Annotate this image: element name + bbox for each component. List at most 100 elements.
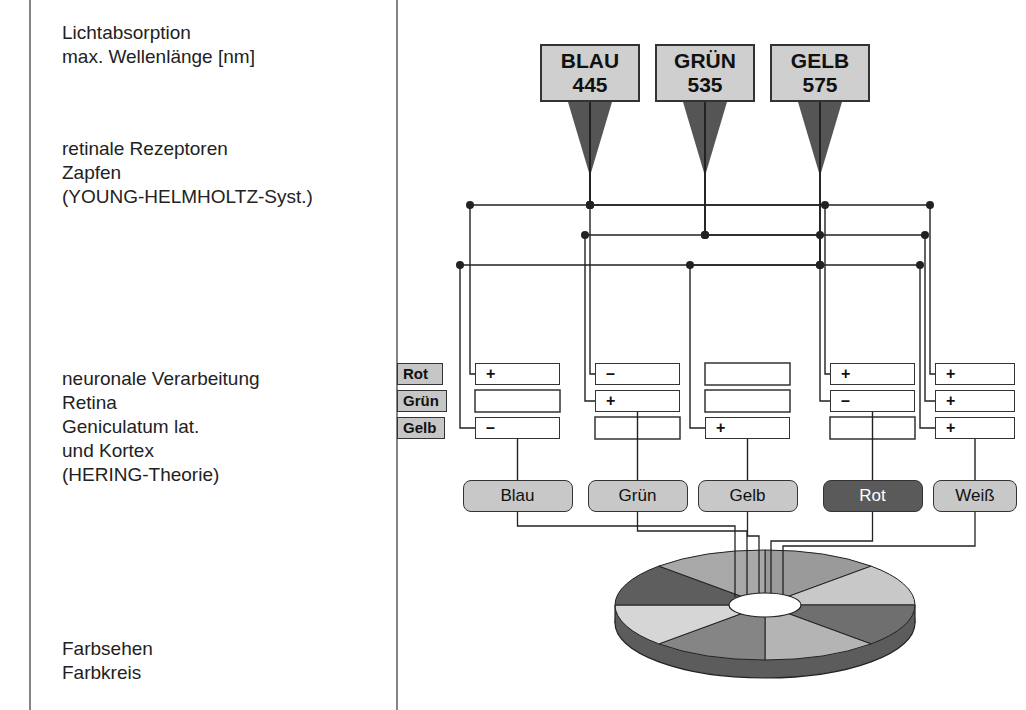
- node-text: –: [606, 365, 669, 383]
- row-caption: (YOUNG-HELMHOLTZ-Syst.): [62, 186, 313, 208]
- color-output-box: Weiß: [933, 480, 1017, 512]
- row-label: Grün: [397, 390, 447, 412]
- wheel-wire: [748, 512, 760, 597]
- node-text: Grün: [599, 486, 677, 506]
- node-text: +: [841, 365, 904, 383]
- wheel-wire: [638, 512, 748, 597]
- row-caption: retinale Rezeptoren: [62, 138, 228, 160]
- empty-cell: [705, 363, 790, 385]
- wheel-top: [615, 550, 915, 660]
- row-label: Rot: [397, 363, 443, 385]
- node-text: GRÜN: [667, 49, 743, 73]
- row-caption: max. Wellenlänge [nm]: [62, 46, 255, 68]
- node-text: –: [841, 392, 904, 410]
- junction-dot: [816, 231, 824, 239]
- connector: [590, 102, 935, 374]
- panel-border: [29, 0, 30, 710]
- row-caption: Farbsehen: [62, 638, 153, 660]
- node-text: +: [946, 392, 1004, 410]
- node-text: –: [486, 419, 549, 437]
- node-text: Gelb: [403, 419, 439, 437]
- junction-dot: [916, 261, 924, 269]
- sign-cell: –: [830, 390, 915, 412]
- row-caption: Zapfen: [62, 162, 121, 184]
- color-output-box: Rot: [823, 480, 923, 512]
- connector: [590, 102, 595, 374]
- row-caption: neuronale Verarbeitung: [62, 368, 260, 390]
- junction-dot: [701, 231, 709, 239]
- row-label: Gelb: [397, 417, 445, 439]
- junctions: [456, 201, 934, 269]
- junction-dot: [816, 261, 824, 269]
- color-output-box: Grün: [588, 480, 688, 512]
- node-text: +: [716, 419, 779, 437]
- node-text: Grün: [403, 392, 441, 410]
- color-output-box: Blau: [463, 480, 573, 512]
- sign-cell: +: [935, 390, 1015, 412]
- connector: [974, 439, 975, 480]
- wheel-wire: [771, 512, 873, 597]
- node-text: Blau: [474, 486, 562, 506]
- junction-dot: [816, 261, 824, 269]
- node-text: 445: [552, 73, 628, 97]
- junction-dot: [921, 231, 929, 239]
- row-caption: und Kortex: [62, 440, 154, 462]
- node-text: +: [486, 365, 549, 383]
- connectors: [460, 102, 975, 480]
- sign-cell: +: [830, 363, 915, 385]
- row-caption: Farbkreis: [62, 662, 141, 684]
- node-text: BLAU: [552, 49, 628, 73]
- cone-box: BLAU445: [540, 44, 640, 102]
- junction-dot: [701, 231, 709, 239]
- connector: [517, 439, 518, 480]
- color-wheel: [615, 550, 915, 678]
- node-text: Rot: [403, 365, 437, 383]
- connector: [585, 102, 705, 401]
- junction-dot: [586, 201, 594, 209]
- sign-cell: +: [935, 363, 1015, 385]
- connector: [470, 102, 590, 374]
- wires: [518, 512, 976, 597]
- connector: [590, 102, 830, 374]
- node-text: Gelb: [709, 486, 787, 506]
- junction-dot: [821, 201, 829, 209]
- sign-cell: +: [935, 417, 1015, 439]
- junction-dot: [586, 201, 594, 209]
- junction-dot: [586, 201, 594, 209]
- sign-cell: +: [705, 417, 790, 439]
- junction-dot: [466, 201, 474, 209]
- empty-cell: [705, 390, 790, 412]
- row-caption: (HERING-Theorie): [62, 464, 219, 486]
- sign-cell: –: [595, 363, 680, 385]
- empty-cell: [475, 390, 560, 412]
- cone-box: GELB575: [770, 44, 870, 102]
- connector: [637, 412, 638, 480]
- node-text: +: [946, 419, 1004, 437]
- wheel-hub: [729, 593, 801, 617]
- node-text: Weiß: [944, 486, 1006, 506]
- connector: [747, 439, 748, 480]
- wheel-wire: [783, 512, 975, 597]
- sign-cell: –: [475, 417, 560, 439]
- cone-box: GRÜN535: [655, 44, 755, 102]
- connector: [690, 102, 820, 428]
- sign-cell: +: [475, 363, 560, 385]
- junction-dot: [926, 201, 934, 209]
- row-caption: Geniculatum lat.: [62, 416, 199, 438]
- row-caption: Lichtabsorption: [62, 22, 191, 44]
- node-text: GELB: [782, 49, 858, 73]
- color-output-box: Gelb: [698, 480, 798, 512]
- row-caption: Retina: [62, 392, 117, 414]
- panel-border: [396, 0, 397, 710]
- wheel-wire: [518, 512, 736, 597]
- connector: [820, 102, 935, 428]
- node-text: Rot: [834, 486, 912, 506]
- junction-dot: [701, 231, 709, 239]
- node-text: 535: [667, 73, 743, 97]
- connector: [705, 102, 830, 401]
- node-text: +: [946, 365, 1004, 383]
- node-text: +: [606, 392, 669, 410]
- junction-dot: [586, 201, 594, 209]
